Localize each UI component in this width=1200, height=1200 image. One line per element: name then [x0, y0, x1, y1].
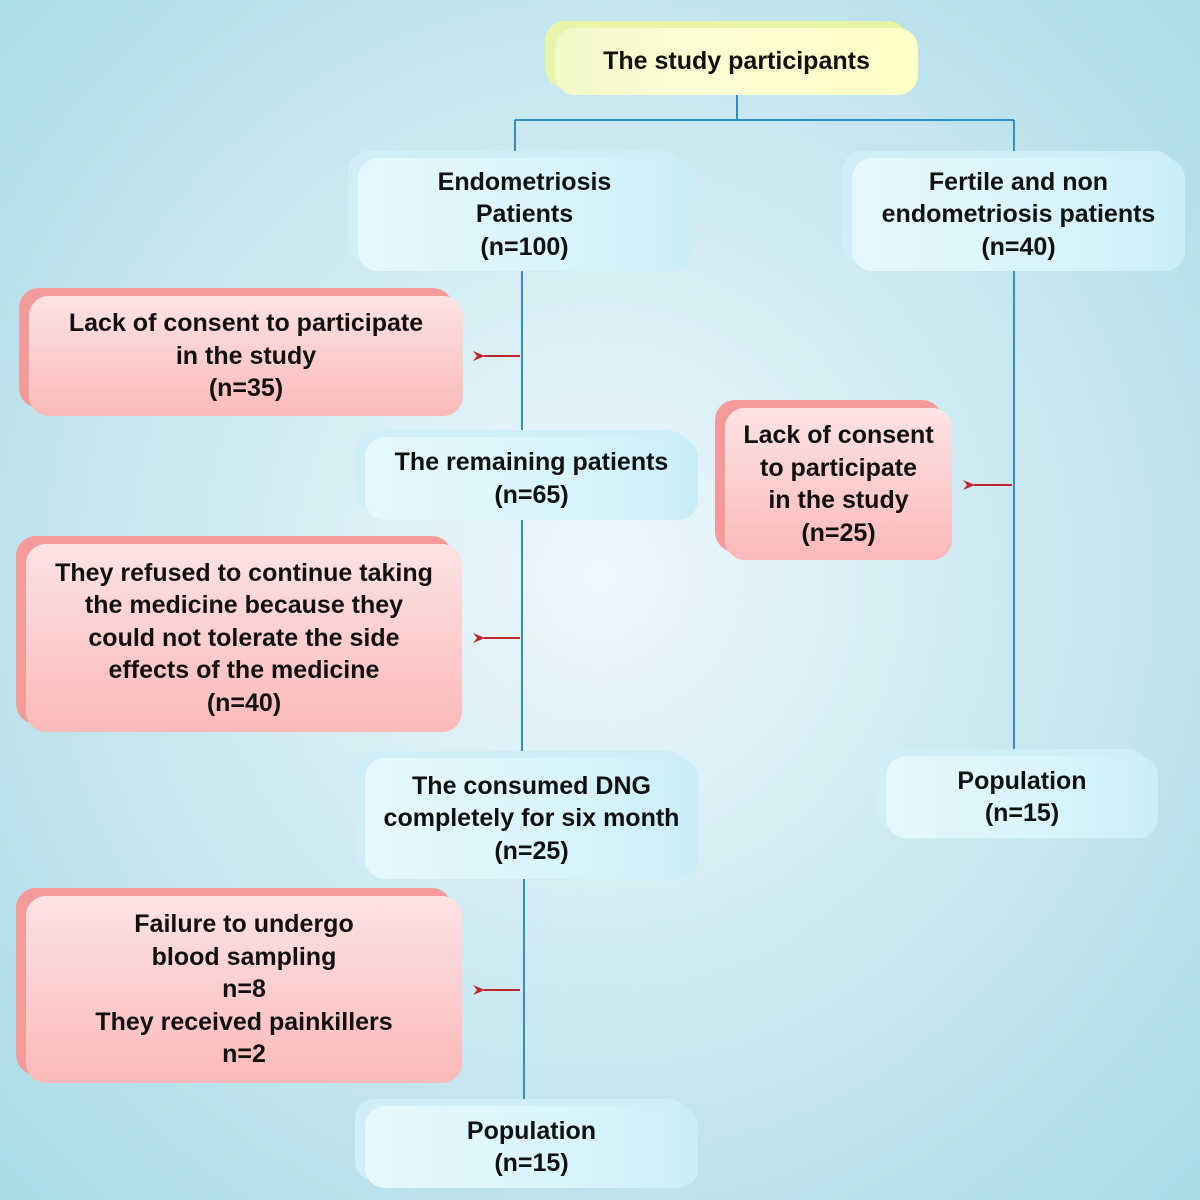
node-exclude-refused-medicine: They refused to continue taking the medi…	[26, 544, 462, 732]
node-exclude-consent-right: Lack of consent to participate in the st…	[725, 408, 952, 560]
node-exclude-consent-right-label: Lack of consent to participate in the st…	[743, 421, 934, 547]
node-fertile-patients-label: Fertile and non endometriosis patients (…	[881, 167, 1156, 261]
node-consumed-dng: The consumed DNG completely for six mont…	[365, 758, 698, 879]
node-consumed-dng-label: The consumed DNG completely for six mont…	[383, 771, 680, 865]
node-remaining-patients-label: The remaining patients (n=65)	[394, 448, 669, 509]
node-population-right-label: Population (n=15)	[957, 766, 1087, 828]
node-fertile-patients: Fertile and non endometriosis patients (…	[852, 158, 1185, 271]
node-exclude-consent-left: Lack of consent to participate in the st…	[29, 296, 463, 416]
node-study-participants-label: The study participants	[603, 47, 870, 76]
node-endometriosis-patients: Endometriosis Patients (n=100)	[358, 158, 691, 271]
node-remaining-patients: The remaining patients (n=65)	[365, 437, 698, 520]
node-endometriosis-patients-label: Endometriosis Patients (n=100)	[437, 167, 612, 261]
node-population-right: Population (n=15)	[886, 756, 1158, 838]
node-study-participants: The study participants	[555, 28, 918, 95]
node-exclude-blood-sampling-label: Failure to undergo blood sampling n=8 Th…	[95, 910, 393, 1069]
connector-top-split	[514, 95, 1015, 152]
node-exclude-consent-left-label: Lack of consent to participate in the st…	[68, 309, 424, 403]
node-population-left: Population (n=15)	[365, 1106, 698, 1188]
node-exclude-refused-medicine-label: They refused to continue taking the medi…	[55, 558, 433, 717]
node-population-left-label: Population (n=15)	[466, 1116, 597, 1178]
node-exclude-blood-sampling: Failure to undergo blood sampling n=8 Th…	[26, 896, 462, 1083]
